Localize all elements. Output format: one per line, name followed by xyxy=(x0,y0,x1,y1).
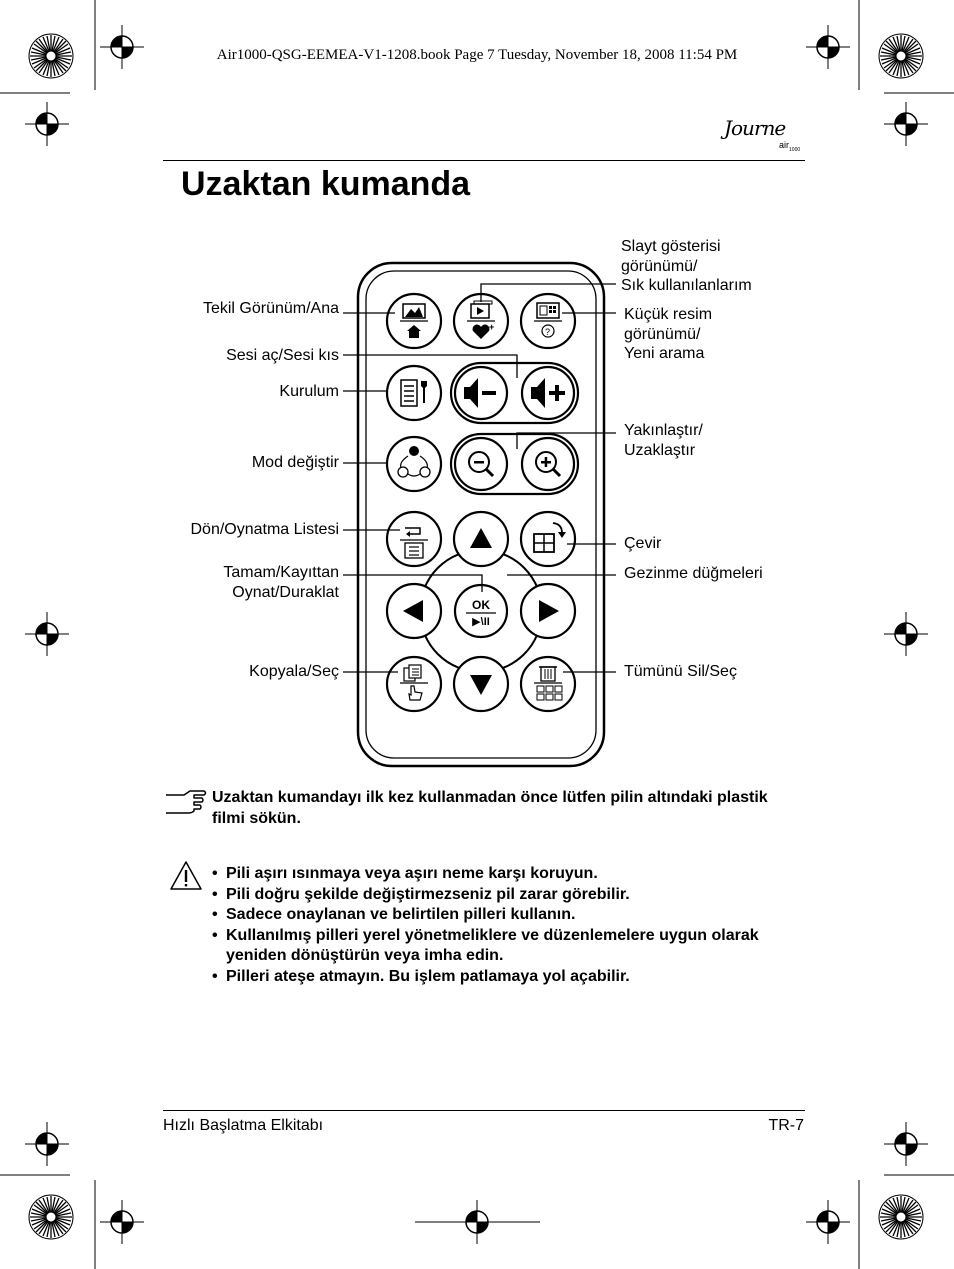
warning-item: Pili aşırı ısınmaya veya aşırı neme karş… xyxy=(212,864,802,885)
footer-page-number: TR-7 xyxy=(768,1117,804,1134)
warning-item: Pili doğru şekilde değiştirmezseniz pil … xyxy=(212,885,802,906)
svg-text:+: + xyxy=(489,322,494,332)
slideshow-favorites-button[interactable]: + xyxy=(452,292,510,350)
callout-delete-select: Tümünü Sil/Seç xyxy=(624,663,737,680)
warning-item: Sadece onaylanan ve belirtilen pilleri k… xyxy=(212,905,802,926)
callout-back-playlist: Dön/Oynatma Listesi xyxy=(190,521,339,538)
brand-model: air1000 xyxy=(779,140,801,153)
callout-slideshow-favorites: Slayt gösterisi görünümü/ Sık kullanılan… xyxy=(621,238,752,294)
nav-left-button[interactable] xyxy=(385,582,443,640)
page-title: Uzaktan kumanda xyxy=(181,165,471,203)
nav-down-button[interactable] xyxy=(452,655,510,713)
mode-switch-button[interactable] xyxy=(385,435,443,493)
header-rule xyxy=(163,160,805,161)
remote-control-diagram: + ? xyxy=(343,261,616,768)
ok-label: OK xyxy=(472,598,490,612)
back-playlist-button[interactable] xyxy=(385,510,443,568)
note-text: Uzaktan kumandayı ilk kez kullanmadan ön… xyxy=(212,789,768,827)
callout-thumbnail-search: Küçük resim görünümü/ Yeni arama xyxy=(624,306,713,362)
nav-up-button[interactable] xyxy=(452,510,510,568)
callout-copy-select: Kopyala/Seç xyxy=(249,663,339,680)
callout-single-view-home: Tekil Görünüm/Ana xyxy=(202,300,339,317)
warning-item: Kullanılmış pilleri yerel yönetmeliklere… xyxy=(212,926,802,967)
rotate-button[interactable] xyxy=(519,510,577,568)
callout-rotate: Çevir xyxy=(624,535,662,552)
setup-button[interactable] xyxy=(385,364,443,422)
warning-list: Pili aşırı ısınmaya veya aşırı neme karş… xyxy=(212,864,802,987)
warning-item: Pilleri ateşe atmayın. Bu işlem patlamay… xyxy=(212,967,802,988)
callout-nav-buttons: Gezinme düğmeleri xyxy=(624,565,763,582)
callout-zoom: Yakınlaştır/ Uzaklaştır xyxy=(624,422,703,459)
ok-play-pause-button[interactable]: OK ▶\II xyxy=(453,583,509,639)
brand-logo: Journe xyxy=(724,116,786,140)
nav-right-button[interactable] xyxy=(519,582,577,640)
callout-mode: Mod değiştir xyxy=(251,454,339,471)
footer-manual-title: Hızlı Başlatma Elkitabı xyxy=(163,1117,324,1134)
footer-rule xyxy=(163,1110,805,1111)
leader-lines xyxy=(343,283,616,673)
print-header: Air1000-QSG-EEMEA-V1-1208.book Page 7 Tu… xyxy=(216,47,738,63)
hand-pointer-icon xyxy=(166,790,207,814)
callout-setup: Kurulum xyxy=(279,383,339,400)
delete-all-select-button[interactable] xyxy=(519,655,577,713)
warning-icon xyxy=(170,861,202,890)
svg-text:?: ? xyxy=(545,327,550,337)
zoom-rocker[interactable] xyxy=(449,432,580,496)
thumbnail-new-search-button[interactable]: ? xyxy=(519,292,577,350)
callout-ok-play-pause: Tamam/Kayıttan Oynat/Duraklat xyxy=(223,564,339,601)
single-view-home-button[interactable] xyxy=(385,292,443,350)
play-pause-label: ▶\II xyxy=(472,616,490,628)
copy-select-button[interactable] xyxy=(385,655,443,713)
callout-volume: Sesi aç/Sesi kıs xyxy=(226,347,339,364)
volume-rocker[interactable] xyxy=(449,361,580,425)
